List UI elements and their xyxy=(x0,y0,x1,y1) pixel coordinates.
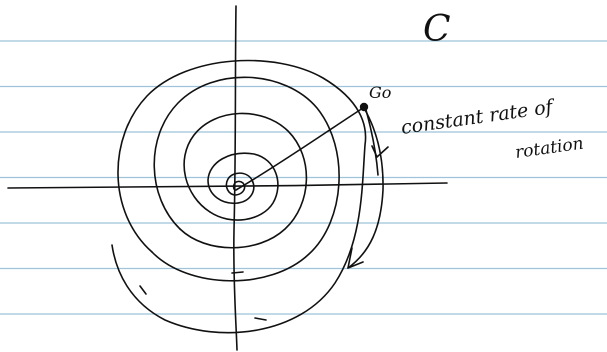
radius-line xyxy=(235,107,364,191)
arrowhead-upper xyxy=(371,145,389,158)
point-label: Go xyxy=(369,83,391,102)
spiral xyxy=(111,59,367,334)
dash-mark xyxy=(139,285,147,295)
spiral-loop-4 xyxy=(151,76,340,282)
arrowhead-lower xyxy=(347,247,364,269)
note-line-2: rotation xyxy=(514,134,585,163)
ruled-lines xyxy=(0,40,607,315)
motion-arc-inner xyxy=(365,109,379,176)
horizontal-axis xyxy=(7,182,448,189)
dash-mark xyxy=(254,317,267,321)
point-marker xyxy=(359,102,369,112)
spiral-loop-3 xyxy=(179,112,308,249)
motion-arc xyxy=(347,107,384,269)
spiral-loop-1 xyxy=(225,172,255,204)
spiral-loop-2 xyxy=(207,152,279,221)
spiral-loop-5 xyxy=(111,59,367,334)
dash-mark xyxy=(231,271,244,274)
title-label: C xyxy=(423,9,451,50)
